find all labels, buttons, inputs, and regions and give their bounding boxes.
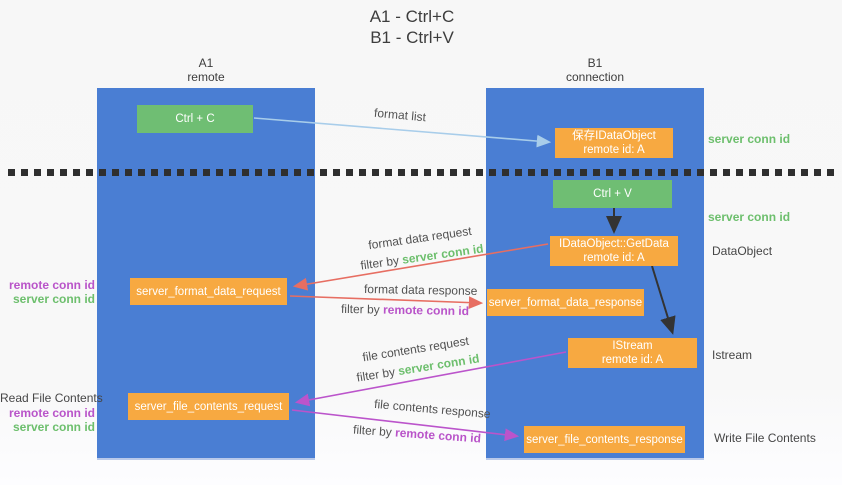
diagram-title: A1 - Ctrl+C B1 - Ctrl+V xyxy=(307,6,517,48)
node-format-request: server_format_data_request xyxy=(130,278,287,305)
node-save-idataobject-line2: remote id: A xyxy=(583,144,645,156)
filter-remote-conn-1: remote conn id xyxy=(382,302,470,319)
node-getdata: IDataObject::GetData remote id: A xyxy=(550,236,678,266)
node-ctrl-v-label: Ctrl + V xyxy=(593,188,632,200)
node-format-request-label: server_format_data_request xyxy=(136,285,281,298)
phase-separator-line xyxy=(8,169,836,176)
filter-by-text-3: filter by xyxy=(355,364,396,385)
title-line-2: B1 - Ctrl+V xyxy=(370,28,454,47)
column-a1-name: A1 xyxy=(198,56,214,70)
node-ctrl-v: Ctrl + V xyxy=(553,180,672,208)
node-getdata-line1: IDataObject::GetData xyxy=(559,238,669,250)
label-left-server-conn-1: server conn id xyxy=(12,292,95,306)
label-dataobject: DataObject xyxy=(712,244,773,258)
label-left-remote-conn-1: remote conn id xyxy=(8,278,95,292)
node-file-response: server_file_contents_response xyxy=(524,426,685,453)
node-istream: IStream remote id: A xyxy=(568,338,697,368)
node-file-response-label: server_file_contents_response xyxy=(526,433,683,446)
label-format-data-response: format data response xyxy=(363,282,478,298)
label-server-conn-id-top: server conn id xyxy=(708,132,791,146)
label-istream: Istream xyxy=(712,348,753,362)
node-istream-line1: IStream xyxy=(612,340,653,352)
label-file-contents-response: file contents response xyxy=(373,396,492,422)
node-save-idataobject: 保存IDataObject remote id: A xyxy=(555,128,673,158)
column-header-b1: B1 connection xyxy=(486,56,704,84)
label-format-list: format list xyxy=(373,105,427,125)
node-ctrl-c-label: Ctrl + C xyxy=(175,113,215,125)
node-format-response-label: server_format_data_response xyxy=(488,296,643,309)
label-server-conn-id-mid: server conn id xyxy=(708,210,791,224)
node-istream-line2: remote id: A xyxy=(601,354,664,366)
column-b1-name: B1 xyxy=(587,56,603,70)
label-filter-by-remote-1: filter by remote conn id xyxy=(341,302,469,319)
label-read-file-contents: Read File Contents xyxy=(0,391,103,405)
label-write-file-contents: Write File Contents xyxy=(714,431,816,445)
node-getdata-line2: remote id: A xyxy=(583,252,645,264)
node-format-response: server_format_data_response xyxy=(487,289,644,316)
filter-by-text-2: filter by xyxy=(340,301,380,317)
node-file-request: server_file_contents_request xyxy=(128,393,289,420)
column-b1-role: connection xyxy=(565,70,625,84)
node-file-request-label: server_file_contents_request xyxy=(134,400,283,413)
label-left-remote-conn-2: remote conn id xyxy=(8,406,95,420)
label-filter-by-remote-2: filter by remote conn id xyxy=(353,423,482,447)
label-left-server-conn-2: server conn id xyxy=(12,420,95,434)
column-header-a1: A1 remote xyxy=(97,56,315,84)
filter-remote-conn-2: remote conn id xyxy=(394,425,482,446)
filter-by-text-1: filter by xyxy=(359,253,400,273)
node-save-idataobject-line1: 保存IDataObject xyxy=(572,130,656,142)
column-a1-role: remote xyxy=(187,70,225,84)
node-ctrl-c: Ctrl + C xyxy=(137,105,253,133)
title-line-1: A1 - Ctrl+C xyxy=(369,7,455,26)
filter-by-text-4: filter by xyxy=(352,422,393,440)
